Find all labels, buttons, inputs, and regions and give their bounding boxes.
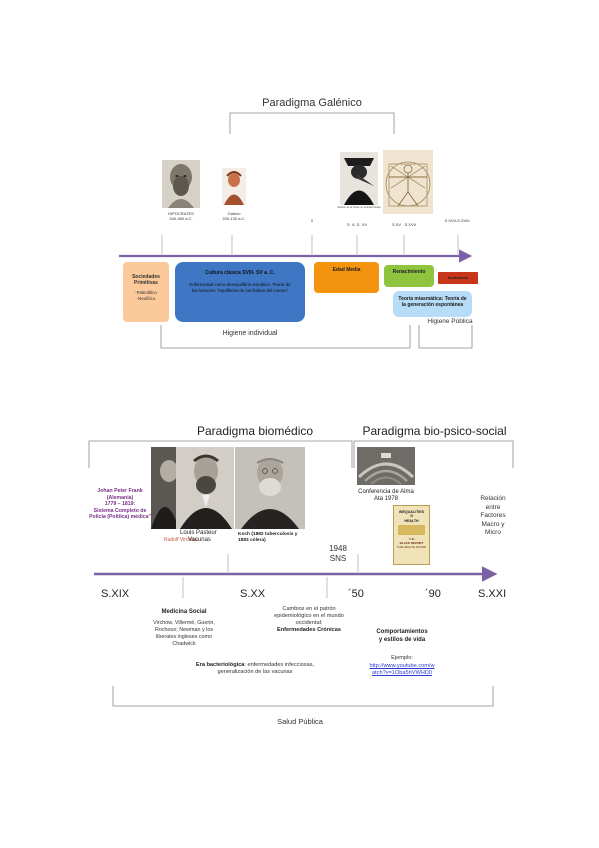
higiene-publica-bracket [418, 325, 473, 349]
frank-country: (Alemania) [106, 494, 134, 501]
higiene-individual-label: Higiene individual [222, 330, 278, 337]
relacion-line4: Macro y [481, 520, 505, 528]
louis-pasteur-photo [176, 447, 234, 529]
higiene-individual-bracket [160, 325, 411, 349]
medicina-social-title: Medicina Social [161, 609, 207, 615]
louis-pasteur-label: Louis Pasteur [180, 530, 217, 536]
youtube-link-line2[interactable]: atch?v=1Oba5hVWHD0 [372, 670, 432, 676]
sociedades-primitivas-box: Sociedades Primitivas -Paleolítico -Neol… [123, 262, 169, 322]
axis-label-sxx: S.XX [240, 588, 266, 600]
neolitico-line: -Neolítico [136, 295, 156, 301]
book-title-line5: BLACK REPORT [399, 541, 424, 546]
axis-label-1950: ´50 [348, 588, 364, 600]
johan-peter-frank-text: Johan Peter Frank (Alemania) 1779 – 1819… [88, 488, 152, 521]
galenic-bracket [229, 112, 395, 134]
era-bacteriologica-rest: : enfermedades infecciosas, generalizaci… [217, 662, 315, 675]
paradigma-biopsico-title: Paradigma bio-psico-social [362, 424, 507, 438]
relacion-line3: Factores [480, 512, 506, 519]
cultura-clasica-title: Cultura clásica SVIII- SV a. C. [205, 270, 275, 276]
higiene-publica-label: Higiene Pública [427, 318, 473, 325]
teoria-miasmatica-box: Teoría miasmática: Teoría de la generaci… [393, 291, 472, 317]
ilustracion-box: Ilustración [438, 272, 478, 284]
salud-publica-bracket [112, 686, 494, 707]
book-title-line2: IN [409, 514, 414, 519]
biopsico-bracket [353, 440, 514, 468]
plague-doctor-image [340, 152, 378, 205]
sxv-sxvii-label: S.XV - S.XVII [391, 222, 416, 227]
frank-work: Sistema Completo de Policía (Política) m… [89, 507, 151, 521]
book-title-line3: HEALTH [404, 518, 419, 523]
edad-media-box: Edad Media [314, 262, 379, 293]
galeno-name: Galeno [227, 211, 241, 216]
hipocrates-bust-image [162, 160, 200, 208]
plague-doctor-caption: Médico de la Peste en la Edad Media [337, 206, 381, 209]
cambios-body: Cambios en el patrón epidemiológico en e… [274, 606, 344, 626]
rudolf-virchow-label: Rudolf Virchow [164, 537, 198, 543]
youtube-link-line1[interactable]: http://www.youtube.com/w [369, 663, 435, 669]
cambios-patron-text: Cambios en el patrón epidemiológico en e… [272, 606, 346, 634]
cultura-clasica-box: Cultura clásica SVIII- SV a. C. Enfermed… [175, 262, 305, 322]
sxvii-sxviii-label: S.XVII-S.XVIII [444, 218, 470, 223]
hipocrates-name: HIPOCRATES [168, 211, 194, 216]
year-zero-label: 0 [310, 218, 314, 223]
biomedico-bracket [88, 440, 353, 468]
ejemplo-label: Ejemplo: [391, 655, 413, 661]
enfermedades-cronicas: Enfermedades Crónicas [276, 627, 342, 633]
black-report-book: INEQUALITIES IN HEALTH THE BLACK REPORT … [393, 505, 430, 565]
sv-sxv-label: S. V- S. XV [346, 222, 367, 227]
era-bacteriologica-text: Era bacteriológica: enfermedades infecci… [190, 662, 320, 676]
comportamientos-line2: y estilos de vida [378, 636, 426, 643]
relacion-line1: Relación [480, 495, 506, 502]
vacunas-label: Vacunas [188, 537, 211, 543]
sns-label: 1948 SNS [318, 544, 358, 564]
frank-name: Johan Peter Frank [97, 488, 143, 494]
youtube-link[interactable]: http://www.youtube.com/w atch?v=1Oba5hVW… [352, 663, 452, 677]
paradigma-galenico-title: Paradigma Galénico [262, 97, 362, 109]
axis-label-sxix: S.XIX [101, 588, 130, 600]
virchow-photo [151, 447, 179, 529]
comportamientos-line1: Comportamientos [376, 629, 428, 635]
relacion-factores-label: Relación entre Factores Macro y Micro [468, 495, 518, 538]
renacimiento-box: Renacimiento [384, 265, 434, 287]
sns-text: SNS [329, 554, 347, 563]
koch-label: Koch (1882 tuberculosis y 1883 cólera) [238, 532, 298, 543]
vitruvian-man-image [383, 150, 433, 214]
edad-media-title: Edad Media [332, 267, 361, 273]
medicina-social-body: Virchow, Villermé, Guerin, Rochoux; Newm… [153, 620, 215, 647]
comportamientos-label: Comportamientos y estilos de vida [364, 629, 440, 644]
renacimiento-title: Renacimiento [392, 269, 426, 275]
sociedades-primitivas-title: Sociedades Primitivas [132, 274, 160, 286]
hipocrates-date: 340-360 a.C. [169, 216, 193, 221]
relacion-line5: Micro [485, 529, 501, 536]
book-title-line4: THE [408, 537, 415, 542]
galeno-date: 200-130 a.C. [222, 216, 246, 221]
relacion-line2: entre [485, 503, 501, 511]
galeno-image [222, 168, 246, 205]
axis-label-1990: ´90 [425, 588, 441, 600]
book-title-line1: INEQUALITIES [398, 510, 425, 514]
salud-publica-label: Salud Pública [277, 717, 323, 726]
koch-photo [235, 447, 305, 529]
era-bacteriologica-bold: Era bacteriológica [195, 662, 245, 668]
frank-years: 1779 – 1819: [104, 501, 136, 508]
alma-ata-photo [357, 447, 415, 485]
alma-ata-label: Conferencia de Alma Ata 1978 [358, 489, 414, 502]
sns-year: 1948 [329, 544, 347, 553]
teoria-miasmatica-title: Teoría miasmática: Teoría de la generaci… [398, 296, 467, 308]
ilustracion-title: Ilustración [447, 275, 469, 280]
paradigma-biomedico-title: Paradigma biomédico [196, 424, 314, 438]
paleolitico-line: -Paleolítico [135, 290, 157, 295]
cultura-clasica-body: Enfermedad como desequilibrio somático. … [189, 282, 291, 293]
book-title-line6: THE HEALTH DIVIDE [396, 545, 427, 550]
axis-label-sxxi: S.XXI [478, 588, 507, 600]
